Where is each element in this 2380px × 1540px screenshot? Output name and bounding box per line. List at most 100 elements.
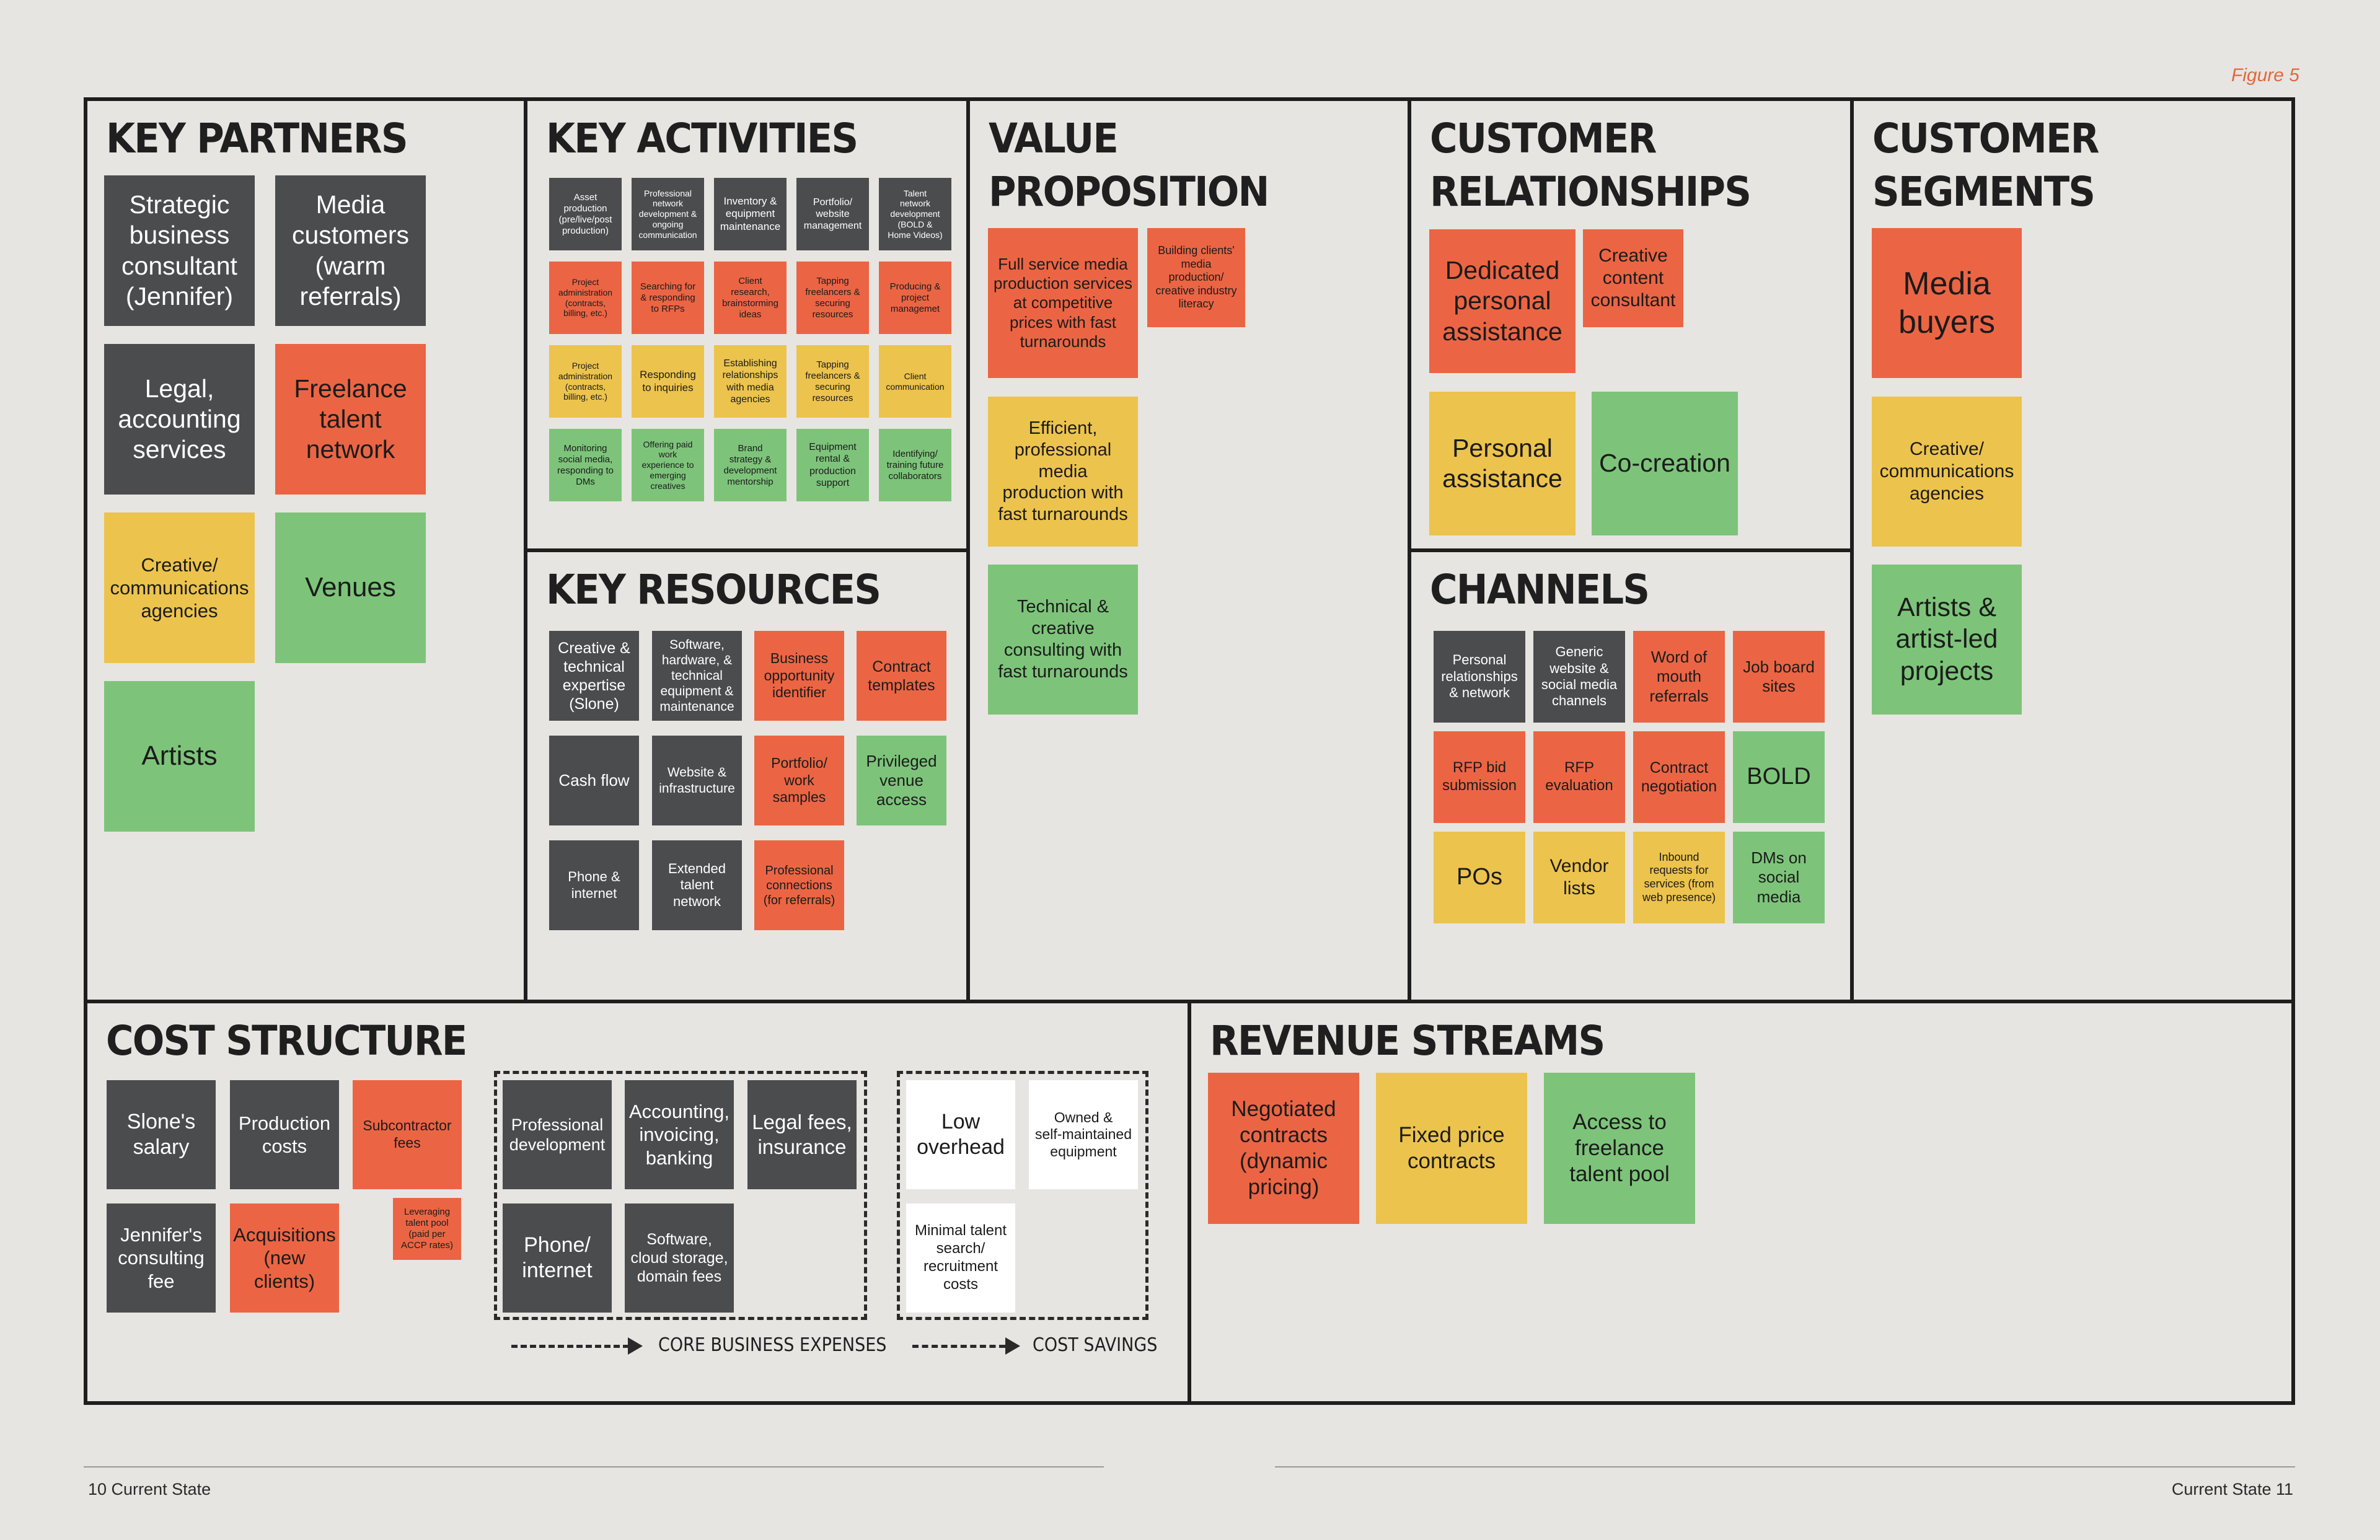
sticky-note: Contract negotiation bbox=[1633, 731, 1725, 823]
footer-rule-right bbox=[1275, 1466, 2295, 1467]
sticky-note: Creative content consultant bbox=[1583, 229, 1683, 327]
figure-label: Figure 5 bbox=[2231, 65, 2299, 86]
cost-structure-section: COST STRUCTURE bbox=[84, 1000, 1191, 1405]
sticky-note: Portfolio/ website management bbox=[796, 178, 869, 250]
sticky-note: Efficient, professional media production… bbox=[988, 397, 1138, 547]
section-title-value-proposition: VALUE PROPOSITION bbox=[989, 115, 1269, 216]
sticky-note: Acquisitions (new clients) bbox=[230, 1203, 339, 1313]
sticky-note: Inventory & equipment maintenance bbox=[714, 178, 787, 250]
sticky-note: Full service media production services a… bbox=[988, 228, 1138, 378]
sticky-note: Client communication bbox=[879, 345, 951, 418]
core-business-expenses-box bbox=[494, 1071, 867, 1320]
sticky-note: Privileged venue access bbox=[857, 736, 946, 825]
section-title-cost-structure: COST STRUCTURE bbox=[106, 1017, 467, 1065]
sticky-note: Technical & creative consulting with fas… bbox=[988, 565, 1138, 715]
key-activities-section: KEY ACTIVITIES bbox=[524, 97, 970, 552]
sticky-note: Subcontractor fees bbox=[353, 1080, 462, 1189]
sticky-note: Negotiated contracts (dynamic pricing) bbox=[1208, 1073, 1359, 1224]
sticky-note: Access to freelance talent pool bbox=[1544, 1073, 1695, 1224]
sticky-note: Artists & artist-led projects bbox=[1872, 565, 2022, 715]
sticky-note: Tapping freelancers & securing resources bbox=[796, 262, 869, 334]
sticky-note: Asset production (pre/live/post producti… bbox=[549, 178, 622, 250]
sticky-note: Production costs bbox=[230, 1080, 339, 1189]
sticky-note: Venues bbox=[275, 513, 426, 663]
core-business-expenses-label: CORE BUSINESS EXPENSES bbox=[658, 1334, 887, 1356]
sticky-note: Offering paid work experience to emergin… bbox=[632, 429, 704, 501]
sticky-note: Phone & internet bbox=[549, 840, 639, 930]
revenue-streams-section: REVENUE STREAMS bbox=[1188, 1000, 2295, 1405]
sticky-note: Project administration (contracts, billi… bbox=[549, 262, 622, 334]
sticky-note: Brand strategy & development mentorship bbox=[714, 429, 787, 501]
section-title-channels: CHANNELS bbox=[1430, 566, 1650, 614]
sticky-note: Accounting, invoicing, banking bbox=[625, 1080, 734, 1189]
sticky-note: Professional connections (for referrals) bbox=[754, 840, 844, 930]
sticky-note: Word of mouth referrals bbox=[1633, 631, 1725, 723]
section-title-customer-relationships: CUSTOMER RELATIONSHIPS bbox=[1430, 115, 1752, 216]
cost-savings-arrow-line bbox=[912, 1345, 1005, 1348]
sticky-note: BOLD bbox=[1733, 731, 1825, 823]
sticky-note: Jennifer's consulting fee bbox=[107, 1203, 216, 1313]
sticky-note: Talent network development (BOLD & Home … bbox=[879, 178, 951, 250]
cost-savings-arrow-head bbox=[1005, 1337, 1020, 1355]
sticky-note: Co-creation bbox=[1592, 392, 1738, 535]
footer-rule-left bbox=[84, 1466, 1104, 1467]
sticky-note: Software, hardware, & technical equipmen… bbox=[652, 631, 742, 721]
sticky-note: Media customers (warm referrals) bbox=[275, 175, 426, 326]
sticky-note: RFP bid submission bbox=[1434, 731, 1525, 823]
sticky-note: Artists bbox=[104, 681, 255, 832]
sticky-note: Fixed price contracts bbox=[1376, 1073, 1527, 1224]
sticky-note: Phone/ internet bbox=[503, 1203, 612, 1313]
cost-savings-box bbox=[897, 1071, 1148, 1320]
sticky-note: Extended talent network bbox=[652, 840, 742, 930]
sticky-note: RFP evaluation bbox=[1533, 731, 1625, 823]
section-title-key-partners: KEY PARTNERS bbox=[106, 115, 408, 162]
sticky-note: Producing & project managemet bbox=[879, 262, 951, 334]
customer-segments-section: CUSTOMER SEGMENTS bbox=[1850, 97, 2295, 1003]
sticky-note: Project administration (contracts, billi… bbox=[549, 345, 622, 418]
sticky-note: Generic website & social media channels bbox=[1533, 631, 1625, 723]
footer-right-page-label: Current State 11 bbox=[2171, 1480, 2293, 1498]
sticky-note: Responding to inquiries bbox=[632, 345, 704, 418]
sticky-note: Monitoring social media, responding to D… bbox=[549, 429, 622, 501]
sticky-note: DMs on social media bbox=[1733, 832, 1825, 923]
sticky-note: Legal fees, insurance bbox=[747, 1080, 857, 1189]
sticky-note: Low overhead bbox=[906, 1080, 1015, 1189]
sticky-note: Professional network development & ongoi… bbox=[632, 178, 704, 250]
sticky-note: Leveraging talent pool (paid per ACCP ra… bbox=[393, 1198, 461, 1260]
sticky-note: Inbound requests for services (from web … bbox=[1633, 832, 1725, 923]
sticky-note: Personal relationships & network bbox=[1434, 631, 1525, 723]
sticky-note: Establishing relationships with media ag… bbox=[714, 345, 787, 418]
sticky-note: Media buyers bbox=[1872, 228, 2022, 378]
sticky-note: Client research, brainstorming ideas bbox=[714, 262, 787, 334]
footer-left-page-label: 10 Current State bbox=[88, 1480, 211, 1498]
sticky-note: Equipment rental & production support bbox=[796, 429, 869, 501]
sticky-note: Searching for & responding to RFPs bbox=[632, 262, 704, 334]
sticky-note: Creative/ communications agencies bbox=[1872, 397, 2022, 547]
cost-savings-label: COST SAVINGS bbox=[1033, 1334, 1158, 1356]
sticky-note: Identifying/ training future collaborato… bbox=[879, 429, 951, 501]
section-title-customer-segments: CUSTOMER SEGMENTS bbox=[1872, 115, 2099, 216]
sticky-note: Website & infrastructure bbox=[652, 736, 742, 825]
sticky-note: Building clients' media production/ crea… bbox=[1147, 228, 1245, 327]
sticky-note: Strategic business consultant (Jennifer) bbox=[104, 175, 255, 326]
sticky-note: Personal assistance bbox=[1429, 392, 1576, 535]
sticky-note: Legal, accounting services bbox=[104, 344, 255, 495]
section-title-key-activities: KEY ACTIVITIES bbox=[546, 115, 858, 162]
core-expenses-arrow-line bbox=[511, 1345, 629, 1348]
sticky-note: Freelance talent network bbox=[275, 344, 426, 495]
sticky-note: Tapping freelancers & securing resources bbox=[796, 345, 869, 418]
sticky-note: Software, cloud storage, domain fees bbox=[625, 1203, 734, 1313]
sticky-note: Cash flow bbox=[549, 736, 639, 825]
sticky-note: Portfolio/ work samples bbox=[754, 736, 844, 825]
sticky-note: Creative/ communications agencies bbox=[104, 513, 255, 663]
sticky-note: Business opportunity identifier bbox=[754, 631, 844, 721]
sticky-note: Minimal talent search/ recruitment costs bbox=[906, 1203, 1015, 1313]
section-title-key-resources: KEY RESOURCES bbox=[546, 566, 881, 614]
sticky-note: Dedicated personal assistance bbox=[1429, 229, 1576, 373]
sticky-note: Professional development bbox=[503, 1080, 612, 1189]
sticky-note: Job board sites bbox=[1733, 631, 1825, 723]
sticky-note: POs bbox=[1434, 832, 1525, 923]
sticky-note: Slone's salary bbox=[107, 1080, 216, 1189]
core-expenses-arrow-head bbox=[628, 1337, 643, 1355]
section-title-revenue-streams: REVENUE STREAMS bbox=[1210, 1017, 1605, 1065]
